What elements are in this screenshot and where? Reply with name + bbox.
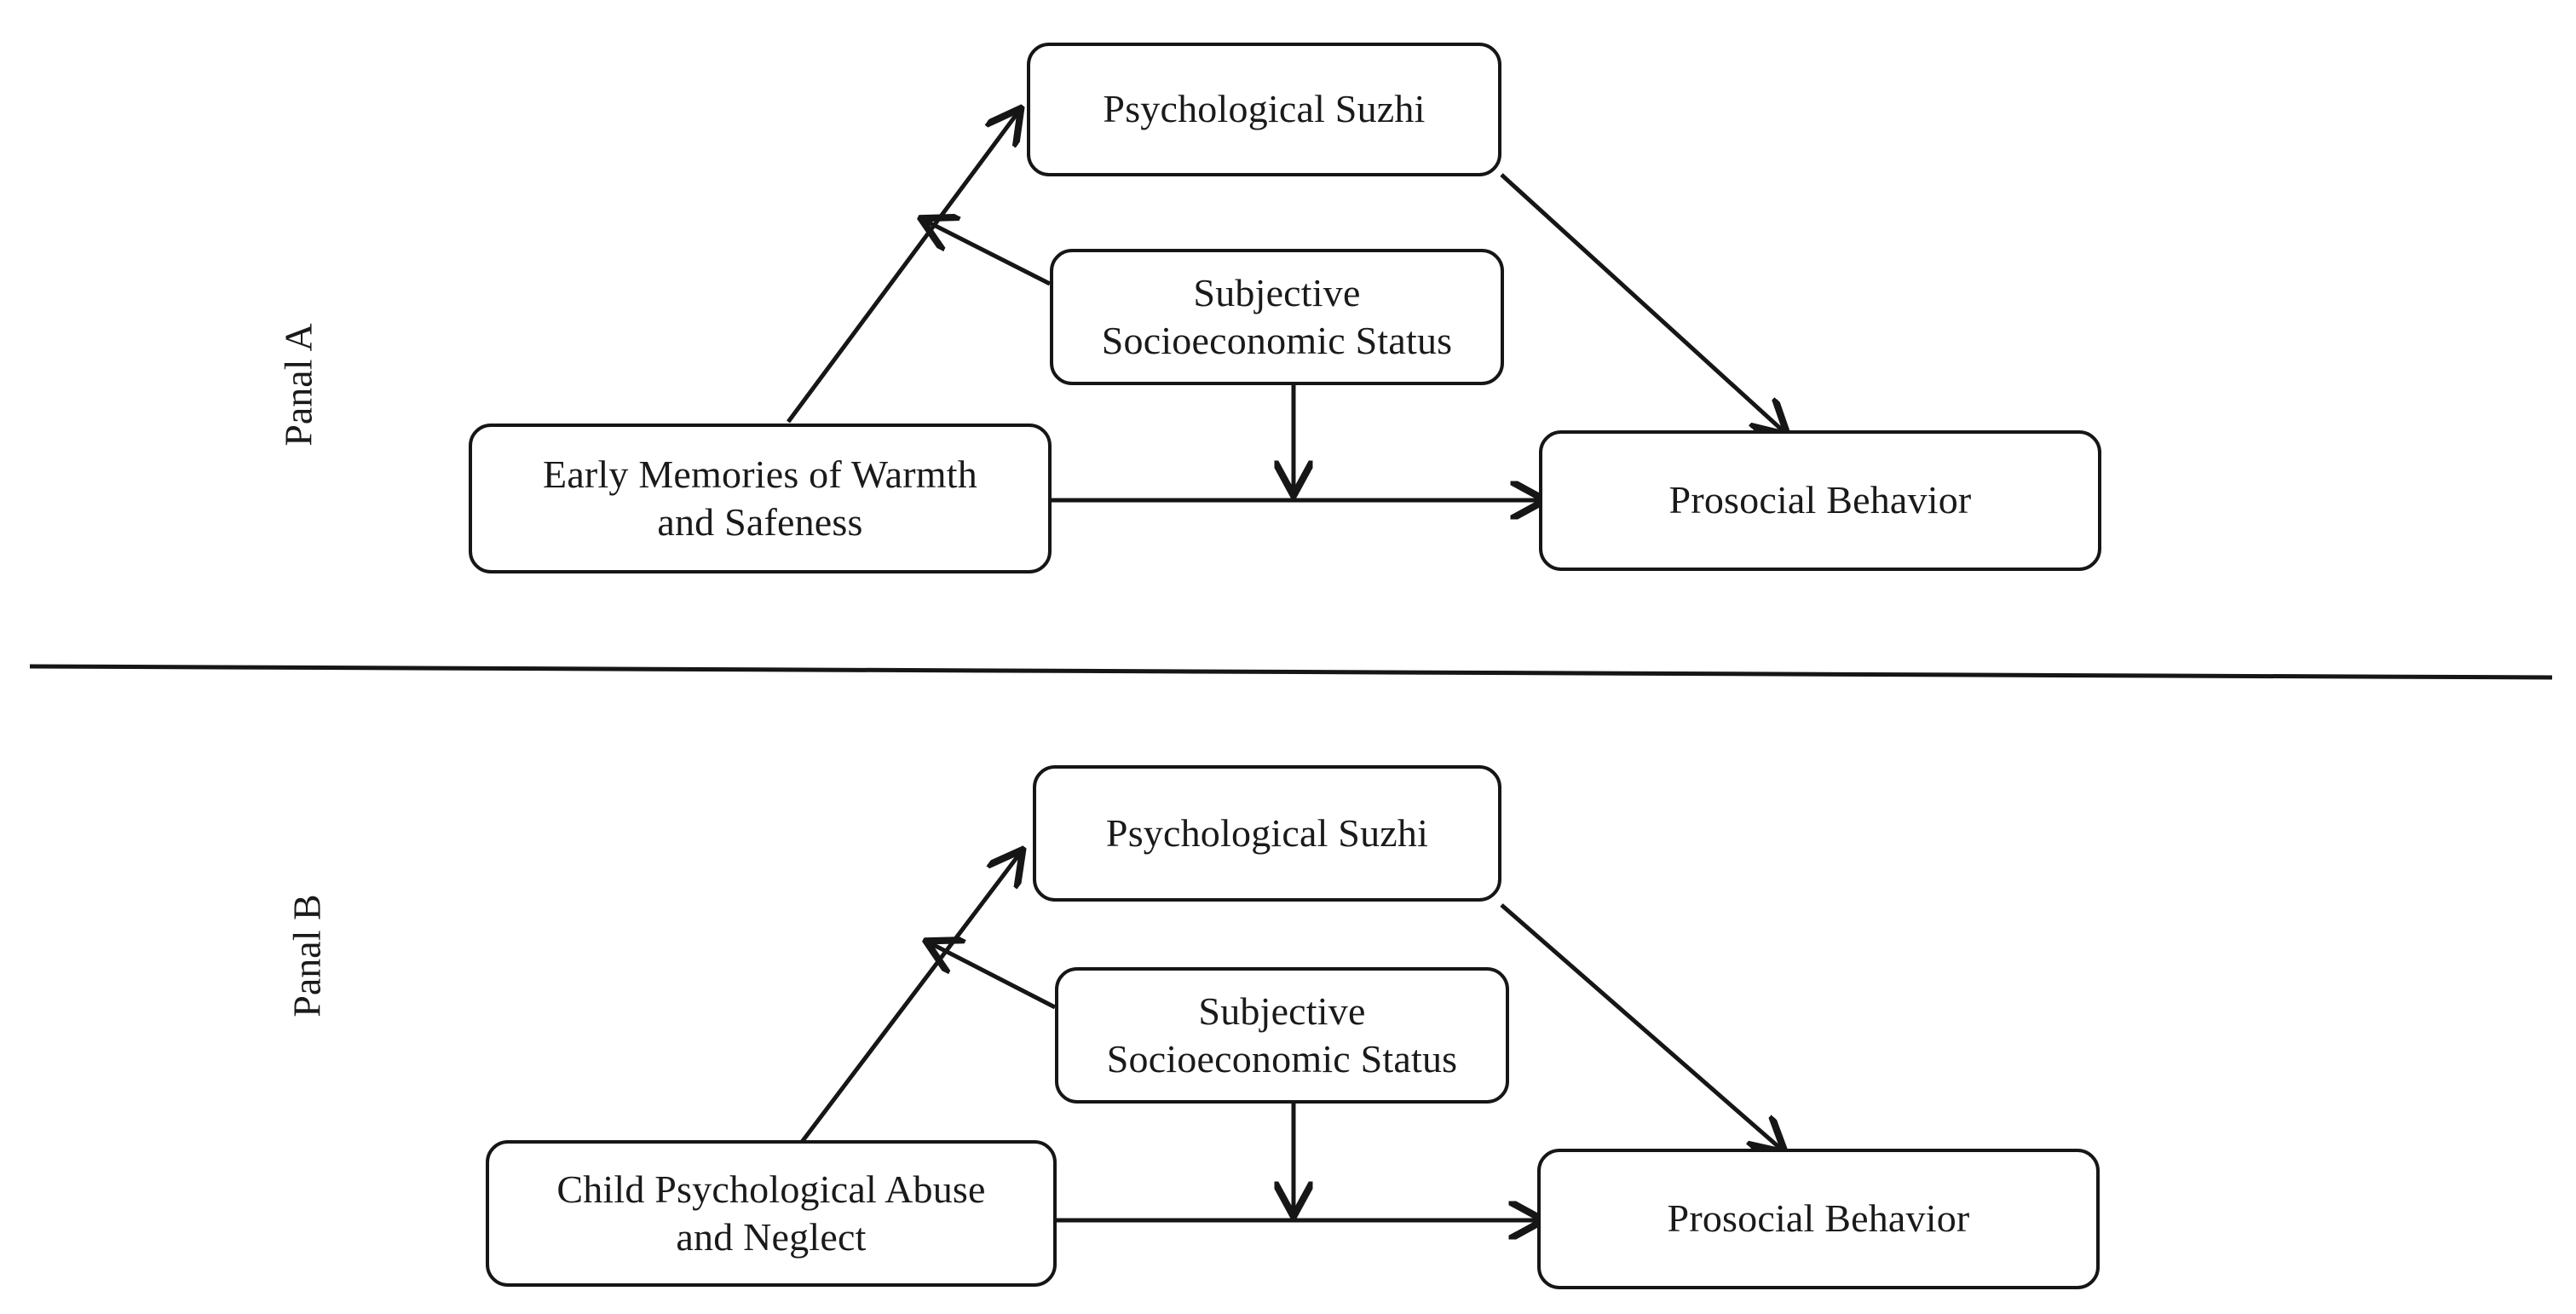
panel-b-node-prosocial-behavior[interactable]: Prosocial Behavior xyxy=(1537,1149,2100,1289)
panel-a-moderator-line-1: Subjective xyxy=(1193,270,1361,314)
panel-a-predictor-line-2: and Safeness xyxy=(657,500,863,544)
panel-a-label: Panal A xyxy=(276,323,320,447)
panel-a-node-psychological-suzhi[interactable]: Psychological Suzhi xyxy=(1027,43,1501,176)
panel-b-node-child-psychological-abuse-and-neglect[interactable]: Child Psychological Abuse and Neglect xyxy=(486,1140,1057,1287)
panel-b-moderator-line-1: Subjective xyxy=(1198,988,1366,1033)
panel-divider xyxy=(29,664,2553,680)
panel-a-predictor-label: Early Memories of Warmth and Safeness xyxy=(487,451,1033,546)
panel-a-node-early-memories-of-warmth-and-safeness[interactable]: Early Memories of Warmth and Safeness xyxy=(469,424,1052,573)
panel-b-moderator-line-2: Socioeconomic Status xyxy=(1106,1037,1458,1081)
panel-b-node-psychological-suzhi[interactable]: Psychological Suzhi xyxy=(1033,765,1501,902)
panel-b-moderation-on-a-path xyxy=(929,942,1057,1010)
panel-a-moderator-label: Subjective Socioeconomic Status xyxy=(1069,269,1485,365)
panel-b-predictor-line-2: and Neglect xyxy=(676,1215,867,1259)
panel-a-path-predictor-to-mediator xyxy=(786,111,1019,424)
panel-a-node-prosocial-behavior[interactable]: Prosocial Behavior xyxy=(1539,430,2101,571)
panel-b-moderator-label: Subjective Socioeconomic Status xyxy=(1074,988,1490,1083)
panel-a-predictor-line-1: Early Memories of Warmth xyxy=(543,452,977,496)
panel-b-label: Panal B xyxy=(285,894,329,1017)
panel-a-moderation-on-a-path xyxy=(924,220,1052,286)
panel-a-node-subjective-socioeconomic-status[interactable]: Subjective Socioeconomic Status xyxy=(1050,249,1504,385)
panel-b-path-mediator-to-outcome xyxy=(1500,903,1783,1150)
panel-a-path-mediator-to-outcome xyxy=(1500,173,1785,433)
panel-b-predictor-line-1: Child Psychological Abuse xyxy=(556,1167,986,1211)
panel-b-node-subjective-socioeconomic-status[interactable]: Subjective Socioeconomic Status xyxy=(1055,967,1509,1104)
panel-b-mediator-label: Psychological Suzhi xyxy=(1105,810,1429,855)
panel-b-outcome-label: Prosocial Behavior xyxy=(1667,1196,1970,1241)
panel-a-outcome-label: Prosocial Behavior xyxy=(1668,478,1972,522)
panel-b-path-predictor-to-mediator xyxy=(795,852,1021,1150)
panel-a-mediator-label: Psychological Suzhi xyxy=(1103,87,1426,131)
panel-a-moderator-line-2: Socioeconomic Status xyxy=(1101,319,1453,362)
panel-b-predictor-label: Child Psychological Abuse and Neglect xyxy=(504,1166,1038,1261)
